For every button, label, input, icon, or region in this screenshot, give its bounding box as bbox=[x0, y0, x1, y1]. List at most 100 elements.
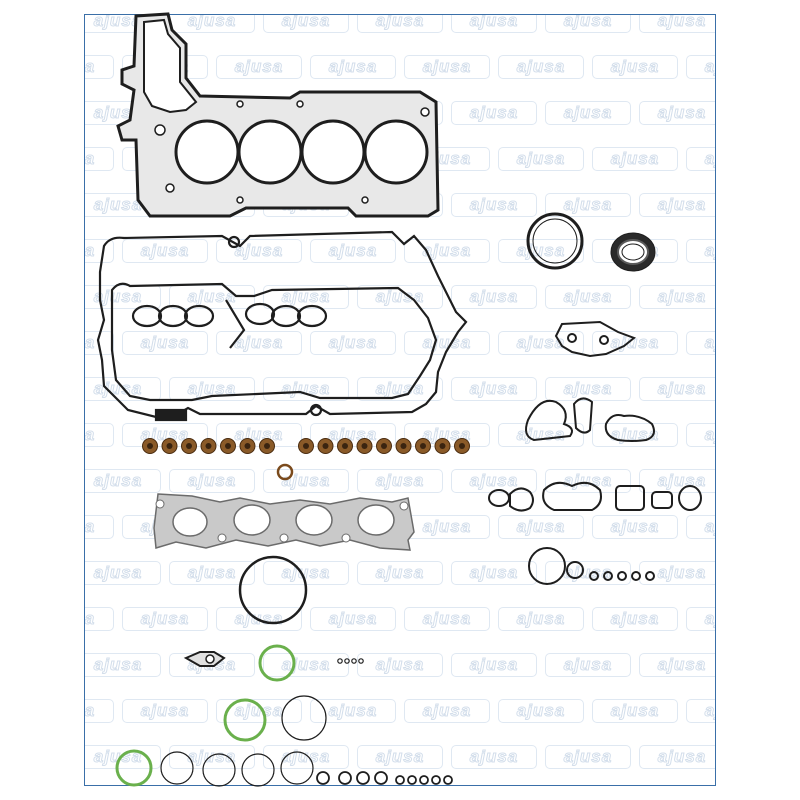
watermark-logo: ajusa bbox=[639, 101, 715, 125]
watermark-logo: ajusa bbox=[263, 285, 349, 309]
cylinder-head-gasket bbox=[116, 12, 440, 218]
watermark-logo: ajusa bbox=[451, 377, 537, 401]
watermark-logo: ajusa bbox=[686, 55, 715, 79]
watermark-logo: ajusa bbox=[498, 607, 584, 631]
small-oring bbox=[276, 463, 294, 481]
watermark-logo: ajusa bbox=[545, 745, 631, 769]
watermark-logo: ajusa bbox=[404, 239, 490, 263]
watermark-logo: ajusa bbox=[122, 699, 208, 723]
watermark-logo: ajusa bbox=[357, 469, 443, 493]
valve-stem-seal bbox=[395, 438, 412, 454]
watermark-logo: ajusa bbox=[310, 699, 396, 723]
watermark-logo: ajusa bbox=[498, 515, 584, 539]
watermark-logo: ajusa bbox=[85, 147, 114, 171]
valve-stem-seals bbox=[142, 438, 470, 454]
watermark-logo: ajusa bbox=[404, 607, 490, 631]
valve-stem-seal bbox=[415, 438, 431, 454]
watermark-logo: ajusa bbox=[216, 331, 302, 355]
thin-orings bbox=[160, 658, 364, 787]
watermark-logo: ajusa bbox=[263, 469, 349, 493]
watermark-logo: ajusa bbox=[216, 699, 302, 723]
watermark-logo: ajusa bbox=[451, 469, 537, 493]
valve-stem-seal bbox=[317, 438, 334, 454]
watermark-logo: ajusa bbox=[357, 15, 443, 33]
watermark-logo: ajusa bbox=[216, 55, 302, 79]
watermark-logo: ajusa bbox=[686, 423, 715, 447]
watermark-logo: ajusa bbox=[85, 469, 161, 493]
valve-stem-seal bbox=[259, 438, 275, 454]
small-orings-bottom bbox=[316, 771, 453, 785]
valve-stem-seal bbox=[298, 438, 314, 454]
watermark-logo: ajusa bbox=[357, 377, 443, 401]
watermark-logo: ajusa bbox=[263, 377, 349, 401]
watermark-logo: ajusa bbox=[85, 607, 114, 631]
watermark-logo: ajusa bbox=[85, 515, 114, 539]
valve-stem-seal bbox=[454, 438, 470, 454]
watermark-logo: ajusa bbox=[451, 285, 537, 309]
watermark-logo: ajusa bbox=[592, 55, 678, 79]
watermark-logo: ajusa bbox=[451, 561, 537, 585]
watermark-logo: ajusa bbox=[404, 699, 490, 723]
watermark-logo: ajusa bbox=[639, 193, 715, 217]
watermark-logo: ajusa bbox=[498, 331, 584, 355]
watermark-logo: ajusa bbox=[639, 377, 715, 401]
valve-stem-seal bbox=[376, 438, 392, 454]
watermark-logo: ajusa bbox=[686, 147, 715, 171]
watermark-logo: ajusa bbox=[451, 745, 537, 769]
watermark-logo: ajusa bbox=[122, 239, 208, 263]
watermark-logo: ajusa bbox=[686, 239, 715, 263]
watermark-logo: ajusa bbox=[85, 285, 161, 309]
watermark-logo: ajusa bbox=[85, 377, 161, 401]
valve-stem-seal bbox=[161, 438, 178, 454]
valve-stem-seal bbox=[200, 438, 217, 454]
shaped-seals bbox=[488, 397, 702, 512]
green-orings bbox=[115, 644, 296, 787]
rear-main-seal-ring bbox=[526, 212, 584, 270]
valve-stem-seal bbox=[220, 438, 236, 454]
watermark-logo: ajusa bbox=[545, 15, 631, 33]
watermark-logo: ajusa bbox=[85, 653, 161, 677]
watermark-logo: ajusa bbox=[169, 469, 255, 493]
watermark-logo: ajusa bbox=[592, 515, 678, 539]
watermark-logo: ajusa bbox=[498, 55, 584, 79]
watermark-logo: ajusa bbox=[639, 15, 715, 33]
watermark-logo: ajusa bbox=[263, 15, 349, 33]
watermark-logo: ajusa bbox=[310, 55, 396, 79]
watermark-logo: ajusa bbox=[686, 515, 715, 539]
watermark-logo: ajusa bbox=[592, 699, 678, 723]
watermark-logo: ajusa bbox=[357, 653, 443, 677]
watermark-logo: ajusa bbox=[85, 561, 161, 585]
watermark-logo: ajusa bbox=[639, 745, 715, 769]
valve-stem-seal bbox=[239, 438, 256, 454]
watermark-logo: ajusa bbox=[545, 653, 631, 677]
watermark-logo: ajusa bbox=[639, 469, 715, 493]
oil-cooler-gasket bbox=[554, 320, 636, 358]
watermark-logo: ajusa bbox=[310, 607, 396, 631]
watermark-logo: ajusa bbox=[639, 653, 715, 677]
watermark-logo: ajusa bbox=[310, 239, 396, 263]
watermark-logo: ajusa bbox=[639, 285, 715, 309]
watermark-logo: ajusa bbox=[545, 193, 631, 217]
watermark-logo: ajusa bbox=[85, 239, 114, 263]
watermark-logo: ajusa bbox=[686, 607, 715, 631]
watermark-logo: ajusa bbox=[310, 331, 396, 355]
watermark-logo: ajusa bbox=[451, 193, 537, 217]
valve-stem-seal bbox=[337, 438, 353, 454]
watermark-logo: ajusa bbox=[216, 239, 302, 263]
watermark-logo: ajusa bbox=[545, 101, 631, 125]
watermark-logo: ajusa bbox=[592, 607, 678, 631]
crankshaft-oil-seal bbox=[610, 232, 656, 272]
large-oring bbox=[238, 555, 308, 625]
watermark-logo: ajusa bbox=[122, 331, 208, 355]
watermark-logo: ajusa bbox=[545, 285, 631, 309]
watermark-logo: ajusa bbox=[686, 699, 715, 723]
right-orings bbox=[528, 547, 655, 585]
valve-stem-seal bbox=[434, 438, 451, 454]
watermark-logo: ajusa bbox=[357, 561, 443, 585]
exhaust-manifold-gasket bbox=[153, 493, 415, 551]
valve-cover-gasket bbox=[96, 230, 468, 422]
watermark-logo: ajusa bbox=[592, 147, 678, 171]
watermark-logo: ajusa bbox=[498, 699, 584, 723]
watermark-logo: ajusa bbox=[169, 377, 255, 401]
